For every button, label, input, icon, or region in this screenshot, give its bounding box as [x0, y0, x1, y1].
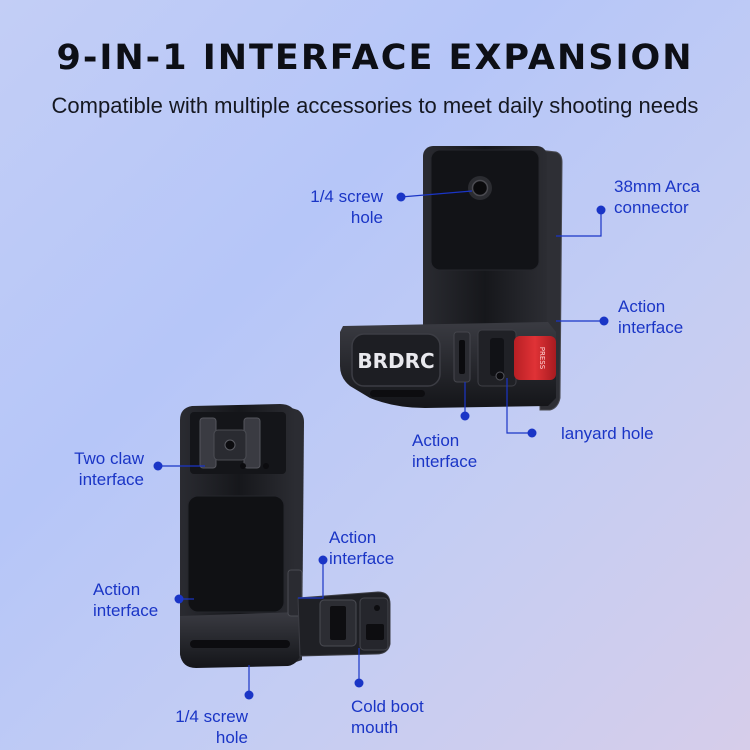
callout-action-interface-right: Action interface	[618, 296, 728, 338]
bottom-cage-product	[180, 404, 391, 668]
callout-line: hole	[350, 208, 383, 227]
page-subtitle: Compatible with multiple accessories to …	[51, 93, 699, 118]
lanyard-hole-icon	[495, 371, 505, 381]
callout-action-interface-center: Action interface	[329, 527, 429, 569]
callout-markers	[153, 190, 609, 700]
callout-line: connector	[614, 198, 689, 217]
callout-line: mouth	[351, 718, 399, 737]
callout-line: interface	[93, 601, 159, 620]
callout-arca-connector: 38mm Arca connector	[614, 176, 734, 218]
press-button-text: PRESS	[538, 347, 546, 370]
callout-line: interface	[78, 470, 144, 489]
callout-line: interface	[618, 318, 684, 337]
callout-action-interface-left: Action interface	[93, 579, 183, 621]
rubber-pad	[430, 149, 540, 271]
callout-lanyard-hole: lanyard hole	[561, 423, 701, 444]
callout-line: 1/4 screw	[310, 187, 383, 206]
callout-screw-hole-top: 1/4 screw hole	[290, 186, 383, 228]
callout-line: Action	[412, 431, 460, 450]
callout-line: interface	[329, 549, 395, 568]
two-claw-icon	[199, 417, 269, 469]
callout-action-interface-bottom-right: Action interface	[412, 430, 512, 472]
callout-line: 1/4 screw	[175, 707, 248, 726]
press-button	[514, 336, 556, 380]
brand-panel	[351, 333, 441, 387]
callout-line: Action	[329, 528, 377, 547]
callout-line: Action	[93, 580, 141, 599]
callout-line: hole	[215, 728, 248, 747]
callout-two-claw-interface: Two claw interface	[40, 448, 144, 490]
cage-rubber-pad	[187, 495, 285, 613]
callout-line: Action	[618, 297, 666, 316]
page-title: 9-IN-1 INTERFACE EXPANSION	[56, 38, 694, 78]
callout-line: interface	[412, 452, 478, 471]
callout-line: 38mm Arca	[614, 177, 700, 196]
callout-line: lanyard hole	[561, 424, 654, 443]
callout-line: Two claw	[74, 449, 144, 468]
lanyard-slot	[370, 390, 425, 397]
callout-cold-boot-mouth: Cold boot mouth	[351, 696, 451, 738]
top-mount-product: BRDRC PRESS	[340, 146, 563, 411]
callout-line: Cold boot	[351, 697, 424, 716]
callout-screw-hole-bottom: 1/4 screw hole	[150, 706, 248, 748]
brand-text: BRDRC	[357, 349, 434, 373]
